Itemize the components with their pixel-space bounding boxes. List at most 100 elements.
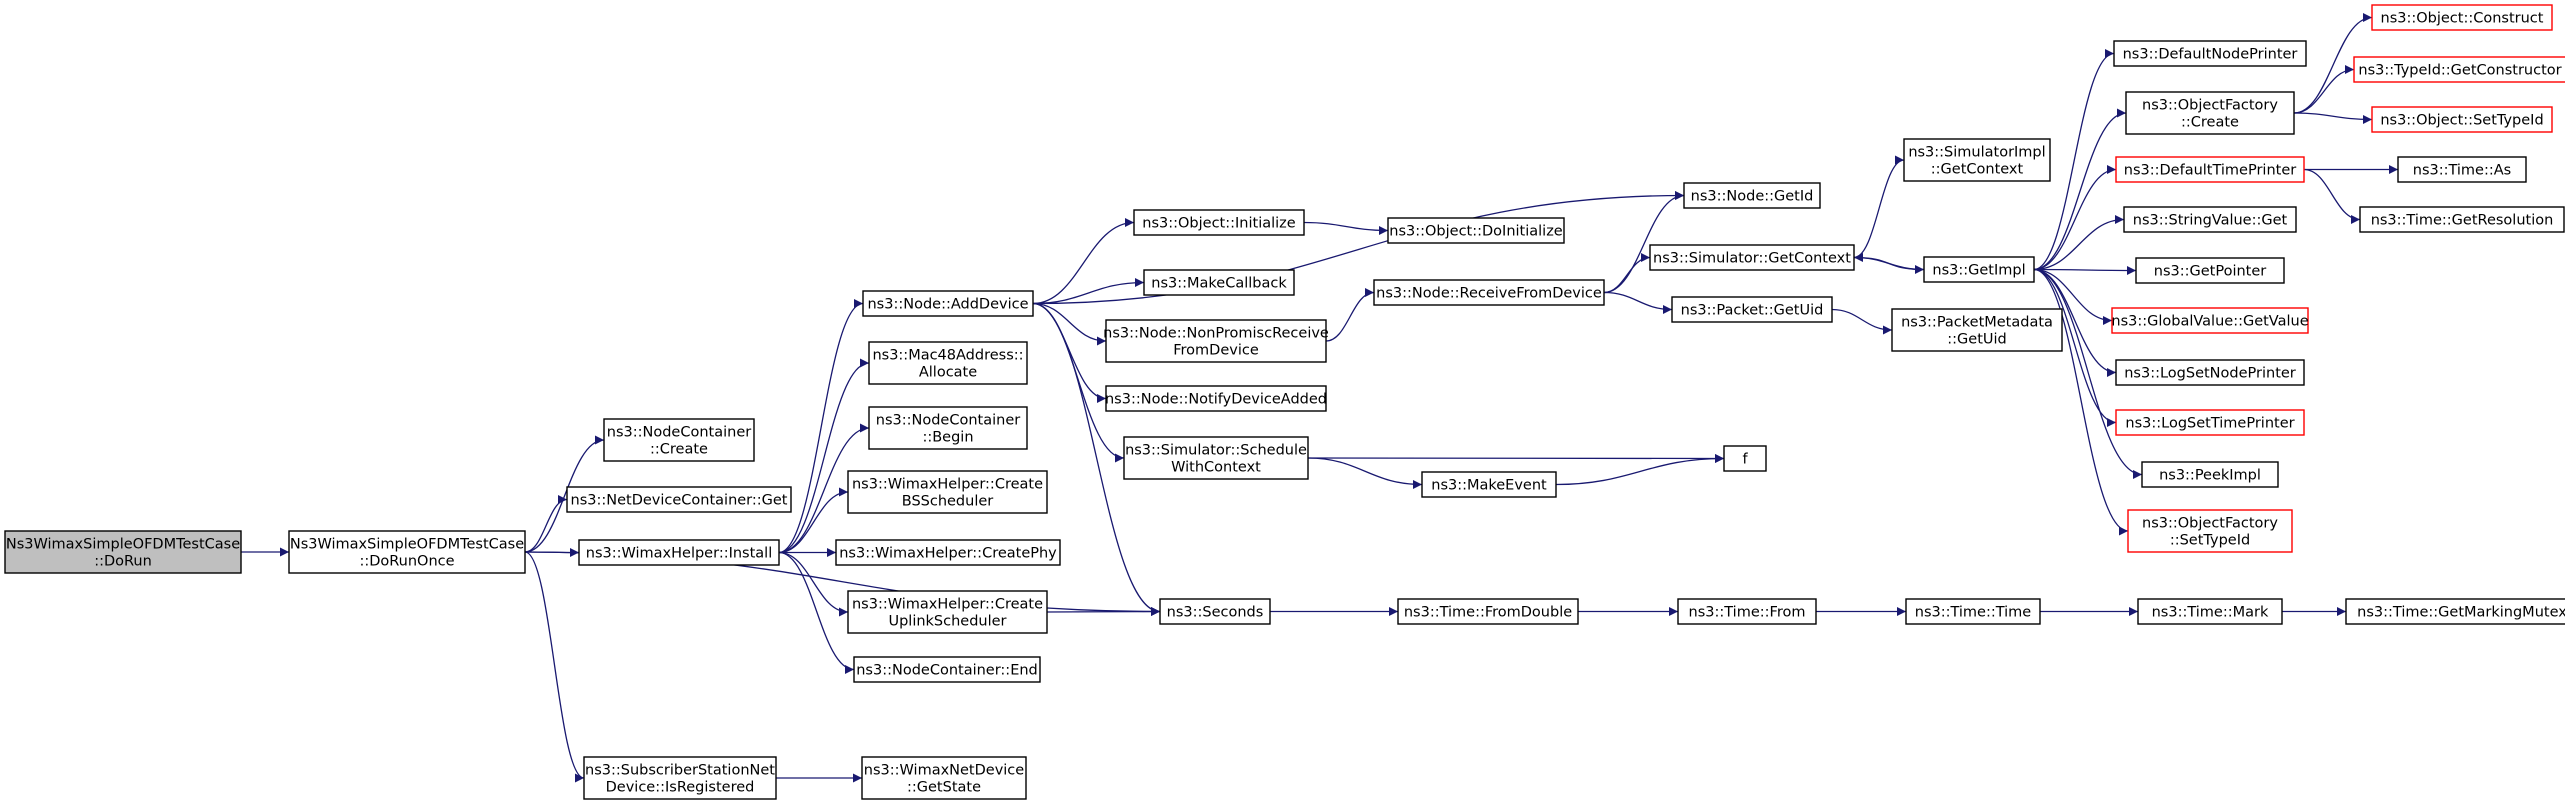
node-box — [2371, 106, 2553, 133]
node-label: ns3::PeekImpl — [2159, 468, 2261, 484]
node-peekimpl[interactable]: ns3::PeekImpl — [2141, 461, 2279, 488]
node-nc-begin[interactable]: ns3::NodeContainer::Begin — [868, 406, 1028, 450]
node-time-from[interactable]: ns3::Time::From — [1677, 598, 1817, 625]
call-edge — [2033, 108, 2127, 271]
node-getimpl[interactable]: ns3::GetImpl — [1923, 256, 2035, 283]
edge-path — [1032, 191, 1685, 305]
node-deftimeprinter[interactable]: ns3::DefaultTimePrinter — [2115, 156, 2305, 183]
node-time-mark[interactable]: ns3::Time::Mark — [2137, 598, 2283, 625]
node-ndc-get[interactable]: ns3::NetDeviceContainer::Get — [566, 486, 792, 513]
node-globalvalue-get[interactable]: ns3::GlobalValue::GetValue — [2111, 307, 2309, 334]
node-makecallback[interactable]: ns3::MakeCallback — [1143, 269, 1295, 296]
node-time-time[interactable]: ns3::Time::Time — [1905, 598, 2041, 625]
node-label: UplinkScheduler — [888, 614, 1006, 630]
node-seconds[interactable]: ns3::Seconds — [1159, 598, 1271, 625]
node-obj-construct[interactable]: ns3::Object::Construct — [2371, 4, 2553, 31]
node-box — [578, 539, 780, 566]
node-obj-settypeid[interactable]: ns3::Object::SetTypeId — [2371, 106, 2553, 133]
node-f[interactable]: f — [1723, 445, 1767, 472]
edge-path — [1853, 155, 1905, 259]
node-label: BSScheduler — [902, 494, 994, 510]
node-node-adddevice[interactable]: ns3::Node::AddDevice — [862, 290, 1034, 317]
node-wh-createphy[interactable]: ns3::WimaxHelper::CreatePhy — [835, 539, 1061, 566]
node-dorunonce[interactable]: Ns3WimaxSimpleOFDMTestCase::DoRunOnce — [288, 530, 526, 574]
call-edge — [1307, 453, 1725, 463]
node-label: Ns3WimaxSimpleOFDMTestCase — [6, 537, 240, 553]
call-edge — [524, 495, 568, 553]
node-mac48-alloc[interactable]: ns3::Mac48Address::Allocate — [868, 341, 1028, 385]
node-box — [1905, 598, 2041, 625]
node-label: ns3::Time::GetResolution — [2371, 213, 2554, 229]
node-label: ns3::LogSetTimePrinter — [2125, 416, 2294, 432]
node-obj-init[interactable]: ns3::Object::Initialize — [1133, 209, 1305, 236]
node-label: ns3::SimulatorImpl — [1908, 145, 2045, 161]
node-defnodeprinter[interactable]: ns3::DefaultNodePrinter — [2113, 40, 2307, 67]
call-edge — [1032, 302, 1107, 403]
edge-path — [778, 487, 849, 554]
edge-path — [1032, 302, 1161, 616]
node-packet-getuid[interactable]: ns3::Packet::GetUid — [1671, 296, 1833, 323]
node-ssnd-isreg[interactable]: ns3::SubscriberStationNetDevice::IsRegis… — [583, 756, 777, 800]
call-edge — [2033, 165, 2117, 271]
node-simimpl-getctx[interactable]: ns3::SimulatorImpl::GetContext — [1903, 138, 2051, 182]
node-logsetnodeprinter[interactable]: ns3::LogSetNodePrinter — [2115, 359, 2305, 386]
node-box — [853, 656, 1041, 683]
node-node-notify[interactable]: ns3::Node::NotifyDeviceAdded — [1105, 385, 1327, 412]
node-nc-create[interactable]: ns3::NodeContainer::Create — [603, 418, 755, 462]
node-time-fromdouble[interactable]: ns3::Time::FromDouble — [1397, 598, 1579, 625]
node-label: ns3::WimaxHelper::Create — [852, 597, 1043, 613]
call-edge — [778, 551, 855, 674]
call-edge — [1032, 278, 1145, 305]
node-wnd-getstate[interactable]: ns3::WimaxNetDevice::GetState — [861, 756, 1027, 800]
node-box — [847, 590, 1048, 634]
edge-path — [524, 551, 585, 783]
node-box — [2111, 307, 2309, 334]
node-sim-getctx[interactable]: ns3::Simulator::GetContext — [1649, 244, 1855, 271]
node-obj-doinit[interactable]: ns3::Object::DoInitialize — [1387, 217, 1565, 244]
node-nc-end[interactable]: ns3::NodeContainer::End — [853, 656, 1041, 683]
node-objfactory-settypeid[interactable]: ns3::ObjectFactory::SetTypeId — [2127, 509, 2293, 553]
call-edge — [1603, 253, 1651, 294]
node-label: ns3::GetPointer — [2154, 264, 2267, 280]
node-box — [1649, 244, 1855, 271]
node-box — [2123, 206, 2297, 233]
node-label: ns3::NetDeviceContainer::Get — [571, 493, 788, 509]
edge-path — [778, 358, 870, 554]
node-box — [1373, 279, 1605, 306]
node-box — [2137, 598, 2283, 625]
node-label: ns3::Seconds — [1167, 605, 1264, 621]
node-time-as[interactable]: ns3::Time::As — [2397, 156, 2527, 183]
node-makeevent[interactable]: ns3::MakeEvent — [1421, 471, 1557, 498]
node-node-getid[interactable]: ns3::Node::GetId — [1683, 182, 1821, 209]
node-wh-install[interactable]: ns3::WimaxHelper::Install — [578, 539, 780, 566]
edge-path — [2033, 268, 2143, 479]
call-edge — [2293, 112, 2373, 124]
node-box — [2359, 206, 2565, 233]
node-stringvalue-get[interactable]: ns3::StringValue::Get — [2123, 206, 2297, 233]
call-edge — [1853, 155, 1905, 259]
node-logsettimeprinter[interactable]: ns3::LogSetTimePrinter — [2115, 409, 2305, 436]
node-time-getmarkmutex[interactable]: ns3::Time::GetMarkingMutex — [2345, 598, 2565, 625]
node-getpointer[interactable]: ns3::GetPointer — [2135, 257, 2285, 284]
edge-path — [778, 551, 849, 617]
node-node-recv[interactable]: ns3::Node::ReceiveFromDevice — [1373, 279, 1605, 306]
edge-path — [778, 551, 855, 674]
edge-path — [2033, 265, 2137, 275]
node-box — [861, 756, 1027, 800]
edge-path — [2303, 168, 2361, 224]
node-pktmeta-getuid[interactable]: ns3::PacketMetadata::GetUid — [1891, 308, 2063, 352]
node-label: ns3::WimaxNetDevice — [864, 763, 1024, 779]
node-objfactory-create[interactable]: ns3::ObjectFactory::Create — [2125, 91, 2295, 135]
node-box — [2113, 40, 2307, 67]
node-label: ns3::SubscriberStationNet — [585, 763, 775, 779]
node-box — [1671, 296, 1833, 323]
node-label: ns3::ObjectFactory — [2142, 98, 2278, 114]
node-typeid-getctor[interactable]: ns3::TypeId::GetConstructor — [2353, 56, 2565, 83]
node-label: ns3::Mac48Address:: — [872, 348, 1023, 364]
node-label: ns3::Time::FromDouble — [1404, 605, 1572, 621]
node-time-getres[interactable]: ns3::Time::GetResolution — [2359, 206, 2565, 233]
